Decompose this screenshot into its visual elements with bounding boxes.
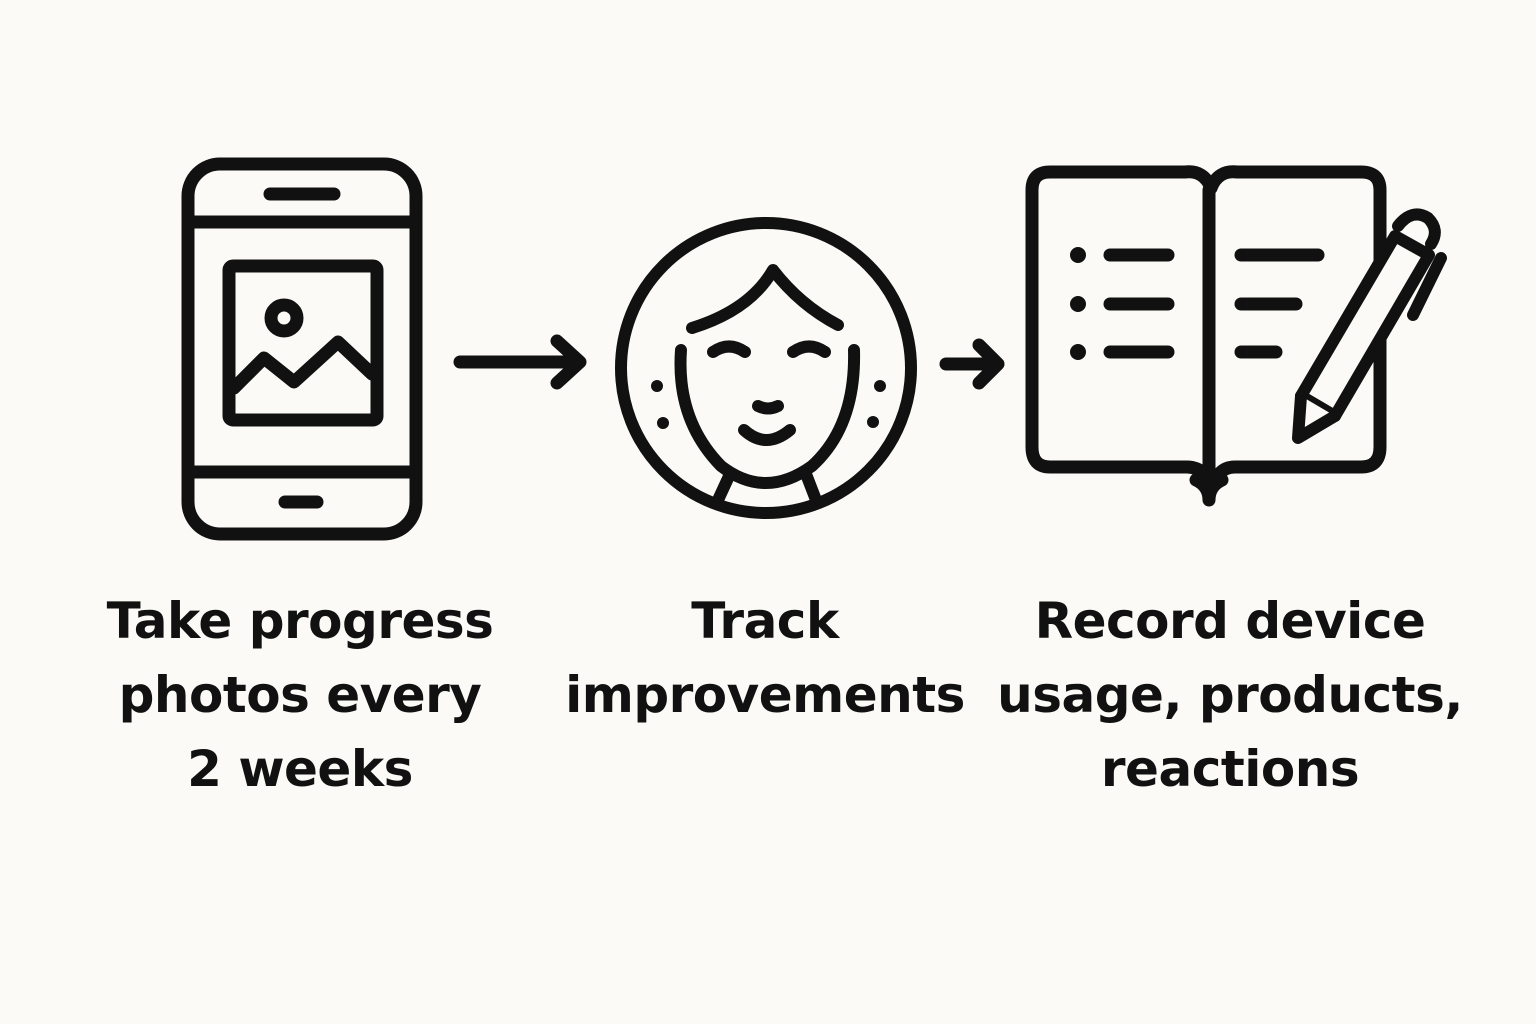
step-3-label: Record device usage, products, reactions — [997, 592, 1463, 798]
step-1-label: Take progress photos every 2 weeks — [106, 592, 494, 798]
face-portrait-icon — [615, 217, 917, 519]
bullet-dots-icon — [1070, 247, 1086, 360]
arrow-right-icon — [939, 338, 1005, 390]
pencil-icon — [1292, 208, 1447, 444]
step-2-label: Track improvements — [565, 592, 965, 724]
skin-spots-icon — [651, 380, 886, 429]
notebook-pencil-icon — [1025, 165, 1387, 507]
arrow-right-icon — [453, 334, 587, 390]
smartphone-photo-icon — [181, 157, 423, 541]
